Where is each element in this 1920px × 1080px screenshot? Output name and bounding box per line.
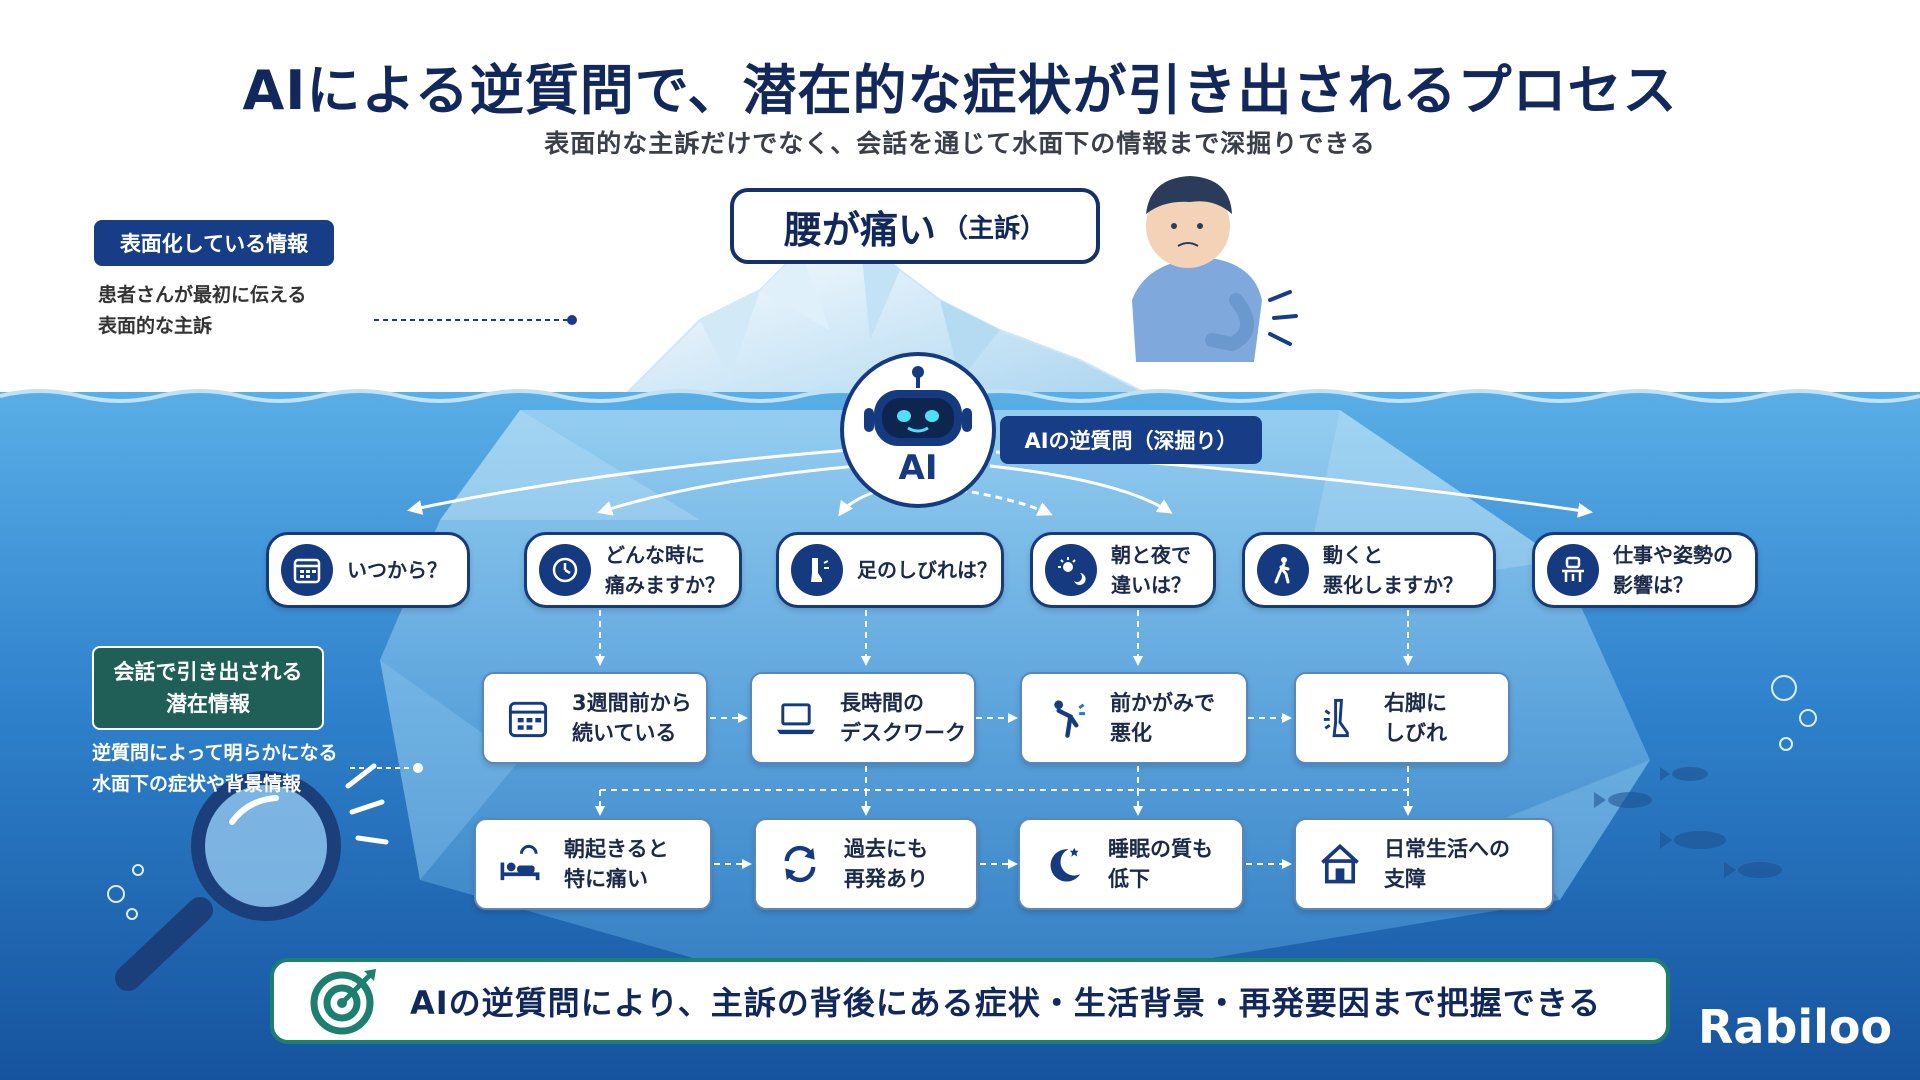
summary-text: AIの逆質問により、主訴の背後にある症状・生活背景・再発要因まで把握できる — [410, 984, 1602, 1022]
chief-complaint-bubble: 腰が痛い （主訴） — [730, 188, 1100, 264]
question-text: 朝と夜で違いは？ — [1111, 543, 1191, 597]
desk-chair-icon — [1547, 544, 1599, 596]
finding-text: 長時間のデスクワーク — [840, 691, 966, 745]
numb-leg-icon — [1314, 692, 1366, 744]
waking-up-icon — [494, 838, 546, 890]
page-subtitle: 表面的な主訴だけでなく、会話を通じて水面下の情報まで深掘りできる — [544, 129, 1376, 158]
question-card: いつから？ — [266, 532, 470, 608]
walking-person-icon — [1257, 544, 1309, 596]
ai-reverse-question-label: AIの逆質問（深掘り） — [1000, 416, 1262, 464]
question-card: 仕事や姿勢の影響は？ — [1532, 532, 1758, 608]
house-icon — [1314, 838, 1366, 890]
question-text: 足のしびれは？ — [857, 558, 997, 582]
row2-distribution — [595, 766, 1413, 816]
latent-info-description: 逆質問によって明らかになる 水面下の症状や背景情報 — [92, 738, 352, 800]
summary-banner: AIの逆質問により、主訴の背後にある症状・生活背景・再発要因まで把握できる — [270, 958, 1670, 1044]
latent-desc-line-1: 逆質問によって明らかになる — [92, 742, 338, 764]
question-text: 動くと悪化しますか？ — [1323, 543, 1463, 597]
ai-robot-text: AI — [898, 448, 938, 488]
surface-info-tag: 表面化している情報 — [94, 220, 334, 266]
sun-moon-icon — [1045, 544, 1097, 596]
brand-logo: Rabiloo — [1698, 1000, 1893, 1054]
fish — [1594, 767, 1782, 878]
finding-text: 右脚にしびれ — [1384, 691, 1447, 745]
finding-card: 過去にも再発あり — [754, 818, 978, 910]
calendar-icon — [281, 544, 333, 596]
finding-text: 前かがみで悪化 — [1110, 691, 1215, 745]
target-icon — [310, 969, 376, 1035]
laptop-icon — [770, 692, 822, 744]
question-text: いつから？ — [347, 558, 447, 582]
calendar-icon — [502, 692, 554, 744]
recurrence-icon — [774, 838, 826, 890]
finding-card: 3週間前から続いている — [482, 672, 708, 764]
question-card: 動くと悪化しますか？ — [1242, 532, 1496, 608]
finding-card: 右脚にしびれ — [1294, 672, 1510, 764]
magnifying-glass-illustration — [115, 763, 389, 991]
surface-desc-line-2: 表面的な主訴 — [98, 315, 213, 337]
moon-stars-icon — [1038, 838, 1090, 890]
surface-desc-line-1: 患者さんが最初に伝える — [98, 284, 307, 306]
question-card: どんな時に痛みますか？ — [524, 532, 742, 608]
chief-complaint-text: 腰が痛い — [783, 207, 936, 252]
latent-desc-line-2: 水面下の症状や背景情報 — [92, 773, 302, 795]
finding-card: 朝起きると特に痛い — [474, 818, 712, 910]
surface-info-description: 患者さんが最初に伝える 表面的な主訴 — [98, 280, 358, 342]
clock-icon — [539, 544, 591, 596]
question-card: 朝と夜で違いは？ — [1030, 532, 1216, 608]
bending-person-icon — [1040, 692, 1092, 744]
question-to-finding-arrows — [595, 610, 1413, 666]
page-title: AIによる逆質問で、潜在的な症状が引き出されるプロセス — [242, 59, 1678, 122]
question-text: 仕事や姿勢の影響は？ — [1613, 543, 1733, 597]
leg-icon — [791, 544, 843, 596]
finding-text: 過去にも再発あり — [844, 837, 928, 891]
question-card: 足のしびれは？ — [776, 532, 1004, 608]
chief-complaint-note: （主訴） — [942, 213, 1047, 244]
finding-text: 日常生活への支障 — [1384, 837, 1510, 891]
ai-robot-badge: AI — [840, 352, 996, 508]
finding-card: 前かがみで悪化 — [1020, 672, 1248, 764]
finding-text: 3週間前から続いている — [572, 691, 692, 745]
question-text: どんな時に痛みますか？ — [605, 543, 725, 597]
finding-card: 長時間のデスクワーク — [750, 672, 976, 764]
latent-info-tag: 会話で引き出される 潜在情報 — [92, 646, 324, 730]
finding-text: 睡眠の質も低下 — [1108, 837, 1213, 891]
finding-card: 睡眠の質も低下 — [1018, 818, 1244, 910]
robot-icon — [864, 366, 972, 446]
finding-text: 朝起きると特に痛い — [564, 837, 669, 891]
finding-card: 日常生活への支障 — [1294, 818, 1554, 910]
patient-illustration — [1132, 176, 1298, 362]
bubbles — [107, 675, 1817, 920]
